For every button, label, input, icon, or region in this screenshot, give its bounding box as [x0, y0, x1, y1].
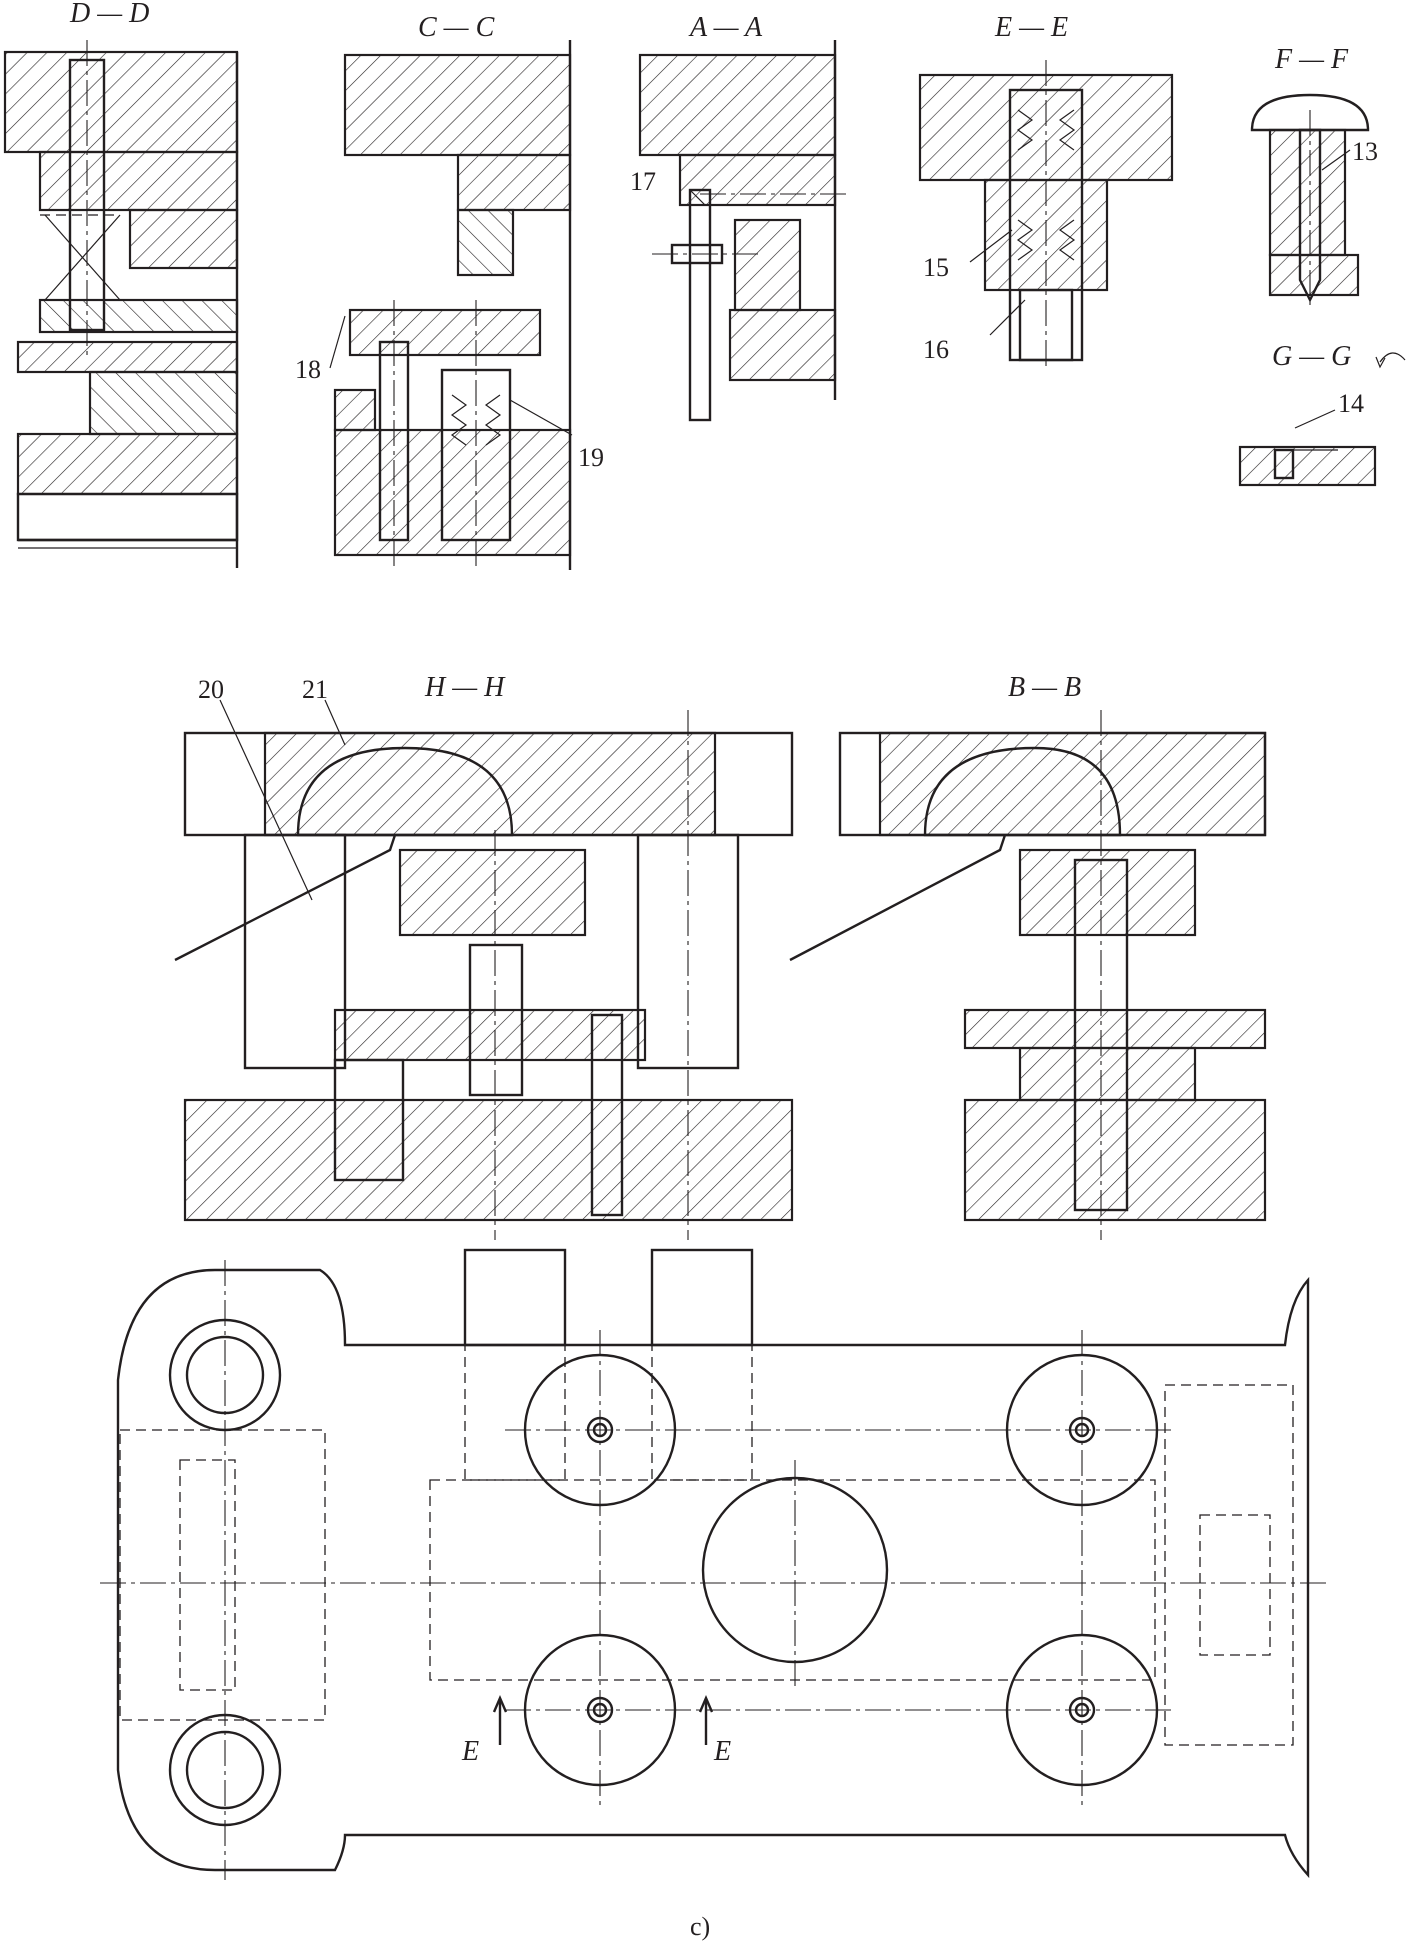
- cut-marker-e-right: E: [713, 1736, 731, 1767]
- section-bb: B — B: [789, 672, 1267, 1240]
- section-hh: H — H 20 21: [174, 672, 794, 1240]
- section-label-aa: A — A: [688, 12, 763, 43]
- part-number-18: 18: [295, 355, 321, 384]
- section-label-gg: G — G: [1272, 341, 1351, 372]
- section-cc: C — C 18 19: [295, 12, 604, 570]
- cut-marker-e-left: E: [461, 1736, 479, 1767]
- section-dd: D — D: [3, 0, 239, 568]
- section-label-cc: C — C: [418, 12, 495, 43]
- section-label-dd: D — D: [69, 0, 149, 29]
- part-number-13: 13: [1352, 137, 1378, 166]
- figure-caption: c): [690, 1912, 710, 1941]
- section-ee: E — E 15 16: [918, 12, 1174, 370]
- part-number-21: 21: [302, 675, 328, 704]
- section-ff: F — F 13: [1250, 44, 1378, 310]
- part-number-20: 20: [198, 675, 224, 704]
- part-number-16: 16: [923, 335, 949, 364]
- part-number-15: 15: [923, 253, 949, 282]
- section-label-ee: E — E: [994, 12, 1068, 43]
- part-number-14: 14: [1338, 389, 1364, 418]
- section-label-ff: F — F: [1274, 44, 1349, 75]
- part-number-17: 17: [630, 167, 656, 196]
- plan-view: E E: [100, 1248, 1330, 1880]
- section-aa: A — A 17: [630, 12, 850, 422]
- section-label-bb: B — B: [1008, 672, 1081, 703]
- part-number-19: 19: [578, 443, 604, 472]
- section-gg: G — G 14: [1238, 341, 1406, 487]
- section-label-hh: H — H: [424, 672, 506, 703]
